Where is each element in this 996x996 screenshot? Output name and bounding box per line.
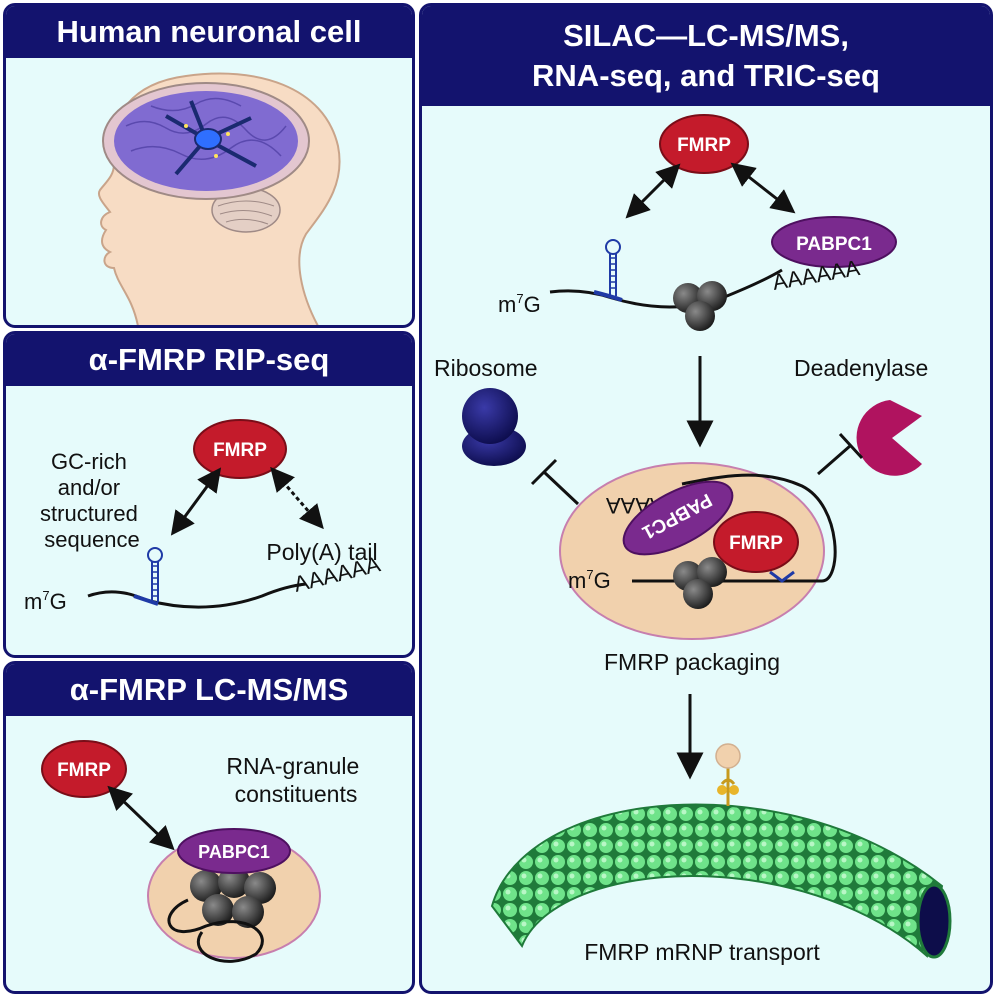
rna-hairpin-icon — [147, 547, 163, 602]
mrna-strand — [87, 582, 307, 609]
arrow-fmrp-gc — [170, 467, 222, 536]
lc-ms-diagram: FMRP RNA-granule constituents PABPC1 — [41, 740, 365, 963]
deadenylase-label: Deadenylase — [794, 355, 928, 381]
panel-rip-seq: α-FMRP RIP-seq FMRP GC-rich and/or struc… — [3, 331, 415, 658]
arrow-fmrp-granule — [107, 785, 175, 851]
fmrp-label: FMRP — [213, 440, 267, 461]
rna-hairpin-icon — [605, 239, 621, 296]
arrow-fmrp-polya-dotted — [270, 466, 324, 530]
fmrp-label: FMRP — [677, 135, 731, 156]
fmrp-label: FMRP — [57, 760, 111, 781]
pabpc1-protein — [177, 828, 291, 874]
inhibit-ribosome — [530, 458, 580, 506]
motor-protein-icon — [715, 743, 741, 806]
neuron-icon — [165, 100, 257, 176]
fmrp-protein-packaged — [713, 511, 799, 573]
cap-label: m7G — [498, 291, 541, 317]
arrow-fmrp-pabpc1 — [730, 162, 796, 214]
panel-human-neuronal-cell: Human neuronal cell — [3, 3, 415, 328]
gc-rich-label: GC-rich and/or structured sequence — [40, 449, 144, 552]
cap-label: m7G — [24, 588, 67, 614]
transport-label: FMRP mRNP transport — [584, 939, 820, 965]
ribosome-cluster-icon — [673, 281, 727, 331]
pabpc1-protein-packaged — [622, 480, 734, 556]
pabpc1-label: PABPC1 — [198, 842, 270, 862]
panel-header: α-FMRP RIP-seq — [6, 334, 412, 386]
title-line-2: RNA-seq, and TRIC-seq — [532, 58, 880, 93]
ribosome-cluster-icon — [190, 866, 276, 928]
panel-header: Human neuronal cell — [6, 6, 412, 58]
fmrp-label-packaged: FMRP — [729, 533, 783, 554]
panel-silac: SILAC—LC-MS/MS, RNA-seq, and TRIC-seq — [419, 3, 993, 994]
mrna-strand — [549, 268, 783, 309]
cap-label-packaged: m7G — [568, 567, 611, 593]
ribosome-icon — [462, 388, 526, 466]
panel-header: α-FMRP LC-MS/MS — [6, 664, 412, 716]
fmrp-protein — [193, 419, 287, 479]
head-illustration — [98, 72, 341, 325]
title-line-1: SILAC—LC-MS/MS, — [563, 18, 849, 53]
fmrp-protein — [659, 114, 749, 174]
packaging-label: FMRP packaging — [604, 649, 780, 675]
inhibit-deadenylase — [817, 432, 864, 476]
microtubule-end — [916, 883, 952, 959]
silac-diagram: FMRP PABPC1 m7G AAAAAA Ribosome Deadenyl… — [434, 114, 952, 965]
poly-a-tail-label: Poly(A) tail — [266, 539, 377, 565]
ribosome-cluster-packaged-icon — [673, 557, 727, 609]
mrna-packaged — [632, 473, 837, 583]
pabpc1-label: PABPC1 — [796, 234, 872, 255]
panel-header: SILAC—LC-MS/MS, RNA-seq, and TRIC-seq — [422, 6, 990, 106]
ribosome-label: Ribosome — [434, 355, 538, 381]
rip-seq-diagram: FMRP GC-rich and/or structured sequence … — [24, 419, 383, 614]
rna-granule-label: RNA-granule constituents — [226, 753, 365, 807]
microtubule — [490, 803, 944, 958]
panel-lc-ms-ms: α-FMRP LC-MS/MS FMRP RNA-granule constit… — [3, 661, 415, 994]
packaging-granule — [559, 462, 825, 640]
arrow-fmrp-hairpin — [625, 163, 681, 219]
pabpc1-protein — [771, 216, 897, 268]
mrna-loop — [167, 898, 264, 963]
fmrp-protein — [41, 740, 127, 798]
deadenylase-icon — [856, 400, 922, 476]
